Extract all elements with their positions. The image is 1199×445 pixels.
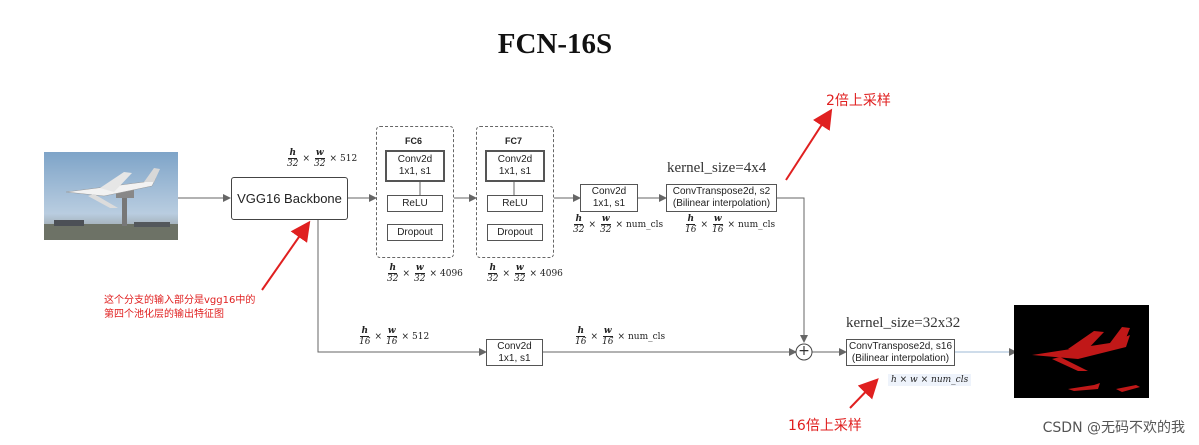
conv2d-branch-label: Conv2d [497,340,532,352]
annotation-2x-upsample: 2倍上采样 [826,93,891,109]
vgg16-backbone-box: VGG16 Backbone [231,177,348,220]
plus-circle [795,343,813,361]
fc6-conv-label: Conv2d [397,154,433,165]
input-image [44,152,178,240]
diagram-title: FCN-16S [497,28,613,60]
convtranspose-s16-box: ConvTranspose2d, s16 (Bilinear interpola… [846,339,955,366]
fc6-title: FC6 [405,136,423,146]
fc6-conv-kernel: 1x1, s1 [398,166,432,177]
conv2d-main-box: Conv2d 1x1, s1 [580,184,638,212]
fc7-conv-label: Conv2d [497,154,533,165]
fc7-block [476,126,554,258]
convtranspose-s2-box: ConvTranspose2d, s2 (Bilinear interpolat… [666,184,777,212]
conv2d-main-label: Conv2d [591,186,627,197]
annotation-branch-note-line2: 第四个池化层的输出特征图 [104,309,224,320]
fc7-conv-kernel: 1x1, s1 [498,166,532,177]
shape-final-out: h × w × num_cls [888,374,972,386]
fc7-relu-label: ReLU [502,197,528,209]
conv2d-branch-box: Conv2d 1x1, s1 [486,339,543,366]
vgg16-backbone-label: VGG16 Backbone [237,190,342,206]
fc7-title: FC7 [505,136,523,146]
fc7-conv-box: Conv2d 1x1, s1 [485,150,545,182]
edge-convT2-plus [777,197,808,343]
fc6-dropout-label: Dropout [397,226,433,238]
segmented-airplane-shape [1032,327,1140,392]
fc7-dropout-label: Dropout [497,226,533,238]
fc6-conv-box: Conv2d 1x1, s1 [385,150,445,182]
airplane-shape [65,168,160,208]
conv2d-main-kernel: 1x1, s1 [592,198,626,209]
output-segmentation-image [1014,305,1149,398]
convtranspose-s16-mode: (Bilinear interpolation) [851,352,950,364]
kernel-size-32x32: kernel_size=32x32 [846,315,961,331]
csdn-watermark: CSDN @无码不欢的我 [1042,420,1185,436]
edge-branch-down [317,218,487,356]
annotation-16x-upsample: 16倍上采样 [788,418,862,434]
annotation-arrow-branch [261,220,311,291]
fc6-dropout-box: Dropout [387,224,443,241]
kernel-size-4x4: kernel_size=4x4 [667,160,767,176]
plus-symbol: + [798,343,810,359]
annotation-arrow-up2 [785,108,833,181]
fc6-block [376,126,454,258]
convtranspose-s2-label: ConvTranspose2d, s2 [672,186,771,197]
convtranspose-s2-mode: (Bilinear interpolation) [672,198,771,209]
fc7-relu-box: ReLU [487,195,543,212]
fc6-relu-label: ReLU [402,197,428,209]
annotation-branch-note-line1: 这个分支的输入部分是vgg16中的 [104,295,256,306]
fc6-relu-box: ReLU [387,195,443,212]
fc7-dropout-box: Dropout [487,224,543,241]
convtranspose-s16-label: ConvTranspose2d, s16 [848,340,953,352]
annotation-branch-note: 这个分支的输入部分是vgg16中的 第四个池化层的输出特征图 [104,294,255,322]
conv2d-branch-kernel: 1x1, s1 [498,352,531,364]
annotation-arrow-up16 [849,378,879,409]
